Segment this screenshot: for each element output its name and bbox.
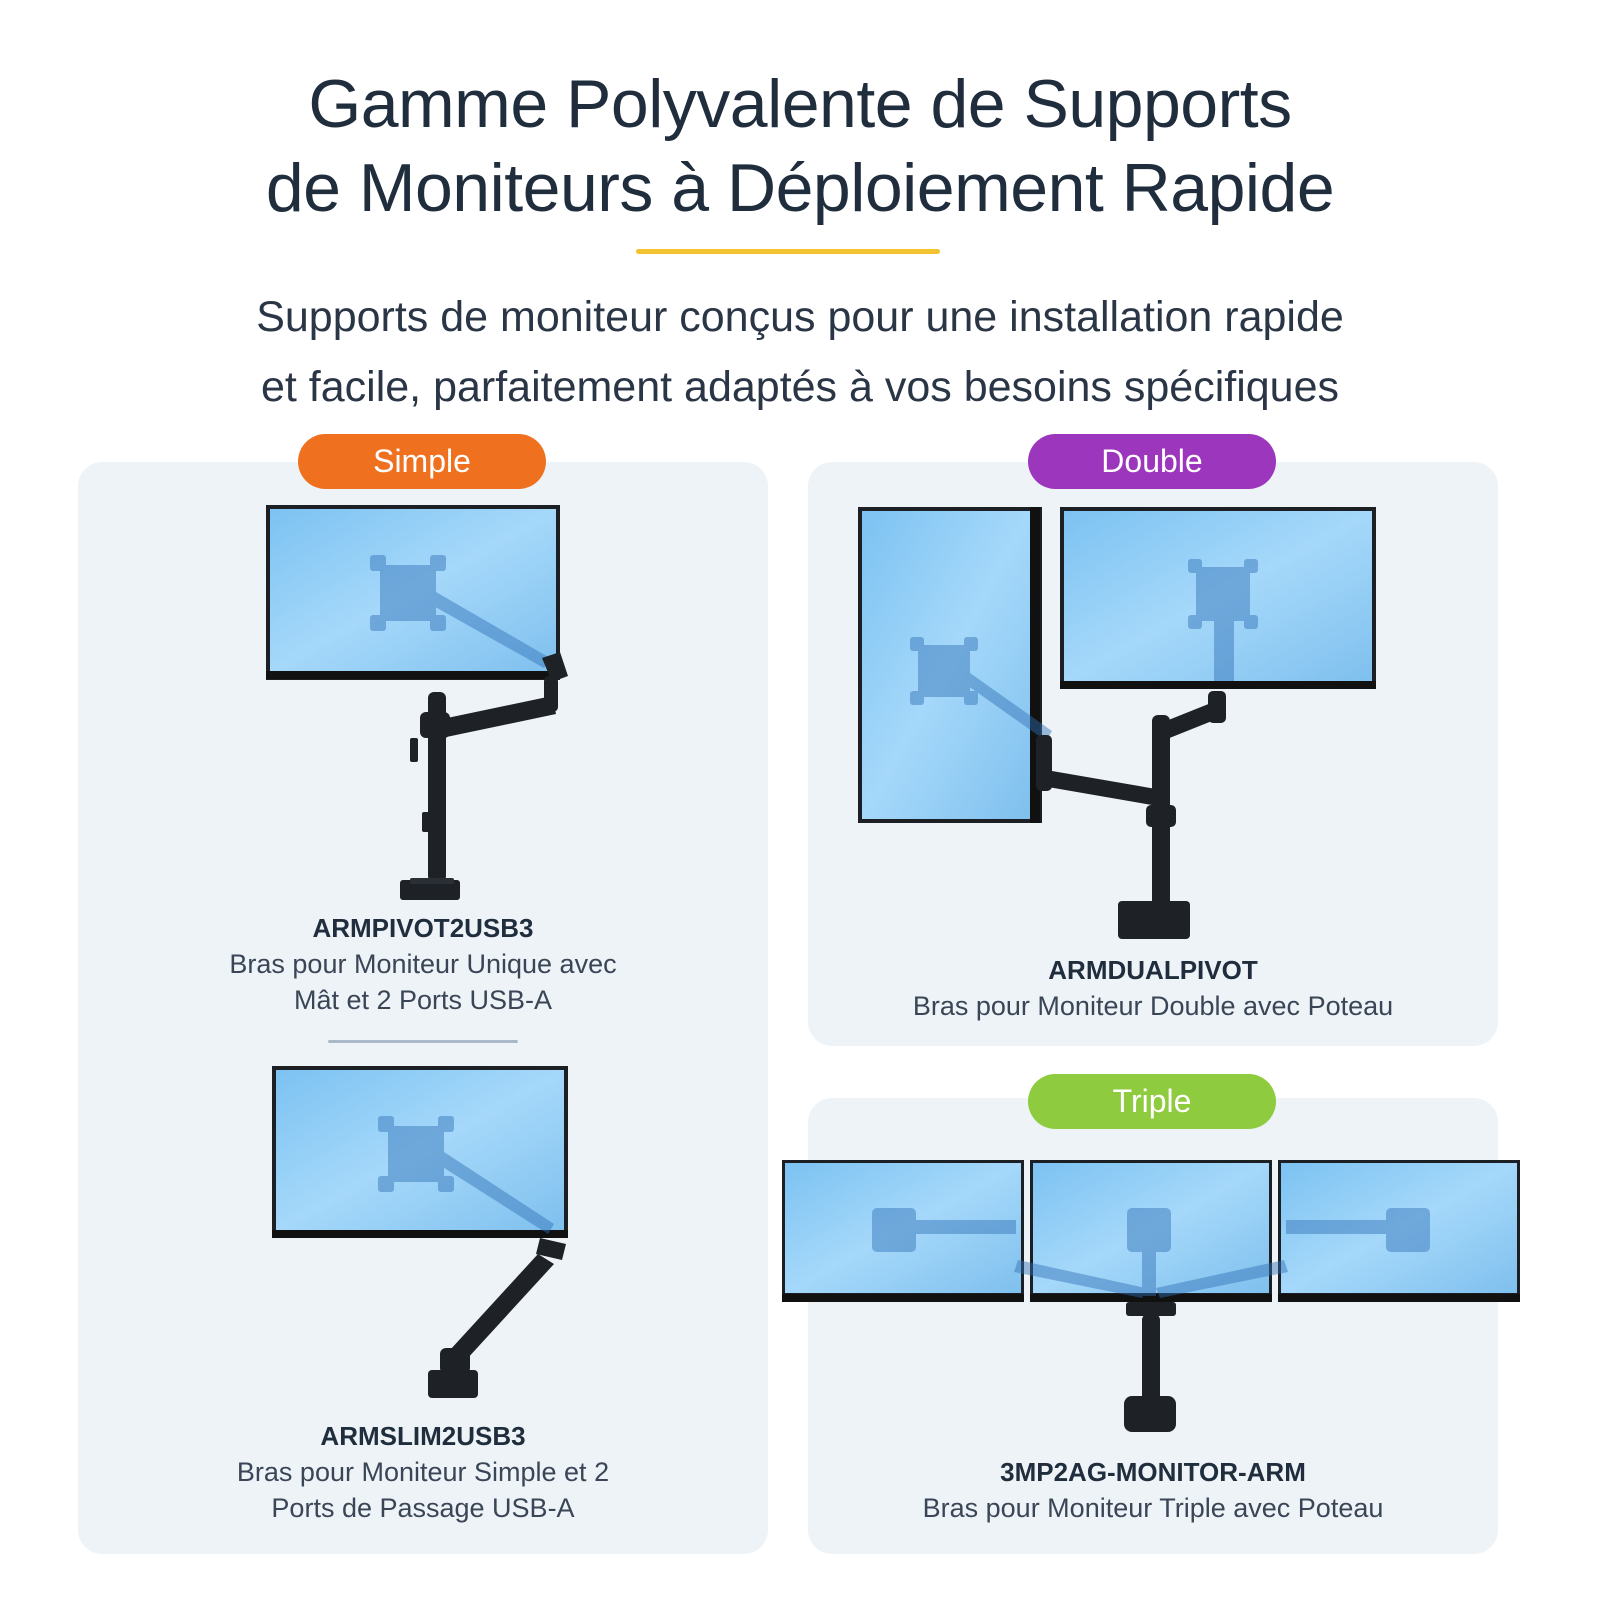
product-description: Mât et 2 Ports USB-A [293,985,553,1015]
subtitle-line-1: Supports de moniteur conçus pour une ins… [256,293,1344,341]
monitor-arm-icon [1036,691,1226,939]
product-sku: ARMDUALPIVOT [1048,955,1258,985]
page-title: Gamme Polyvalente de Supports de Moniteu… [0,62,1600,230]
monitor-arm-icon [428,1238,566,1398]
monitor-arm-icon [1124,1302,1176,1432]
product-sku: ARMPIVOT2USB3 [312,913,534,943]
category-pill-double: Double [1028,434,1276,489]
page-subtitle: Supports de moniteur conçus pour une ins… [0,282,1600,422]
product-sku: 3MP2AG-MONITOR-ARM [1000,1457,1306,1487]
product-card-armslim: ARMSLIM2USB3 Bras pour Moniteur Simple e… [80,1418,766,1526]
vesa-mount-icon [910,637,1052,741]
vesa-mount-icon [872,1208,1430,1298]
vesa-mount-icon [370,555,550,668]
product-card-armdualpivot: ARMDUALPIVOT Bras pour Moniteur Double a… [810,952,1496,1024]
vesa-mount-icon [1188,559,1258,681]
vesa-mount-icon [378,1116,554,1234]
monitor-arm-icon [400,652,568,900]
product-description: Ports de Passage USB-A [271,1493,575,1523]
product-description: Bras pour Moniteur Unique avec [229,949,617,979]
triple-arm-product-image [782,1160,1520,1432]
product-card-armpivot: ARMPIVOT2USB3 Bras pour Moniteur Unique … [80,910,766,1018]
product-description: Bras pour Moniteur Triple avec Poteau [922,1493,1384,1523]
armdualpivot-product-image [858,507,1376,939]
subtitle-line-2: et facile, parfaitement adaptés à vos be… [260,363,1340,411]
title-accent-rule [636,249,940,254]
monitor-icon [1278,1160,1520,1302]
product-divider [328,1040,518,1043]
monitor-icon [782,1160,1024,1302]
monitor-icon [1030,1160,1272,1302]
armslim-product-image [272,1066,568,1398]
armpivot-product-image [266,505,568,900]
category-pill-triple: Triple [1028,1074,1276,1129]
category-pill-simple: Simple [298,434,546,489]
title-line-1: Gamme Polyvalente de Supports [308,66,1292,142]
product-description: Bras pour Moniteur Simple et 2 [236,1457,610,1487]
product-sku: ARMSLIM2USB3 [320,1421,526,1451]
product-card-3mp2ag: 3MP2AG-MONITOR-ARM Bras pour Moniteur Tr… [810,1454,1496,1526]
title-line-2: de Moniteurs à Déploiement Rapide [265,150,1335,226]
product-description: Bras pour Moniteur Double avec Poteau [912,991,1394,1021]
